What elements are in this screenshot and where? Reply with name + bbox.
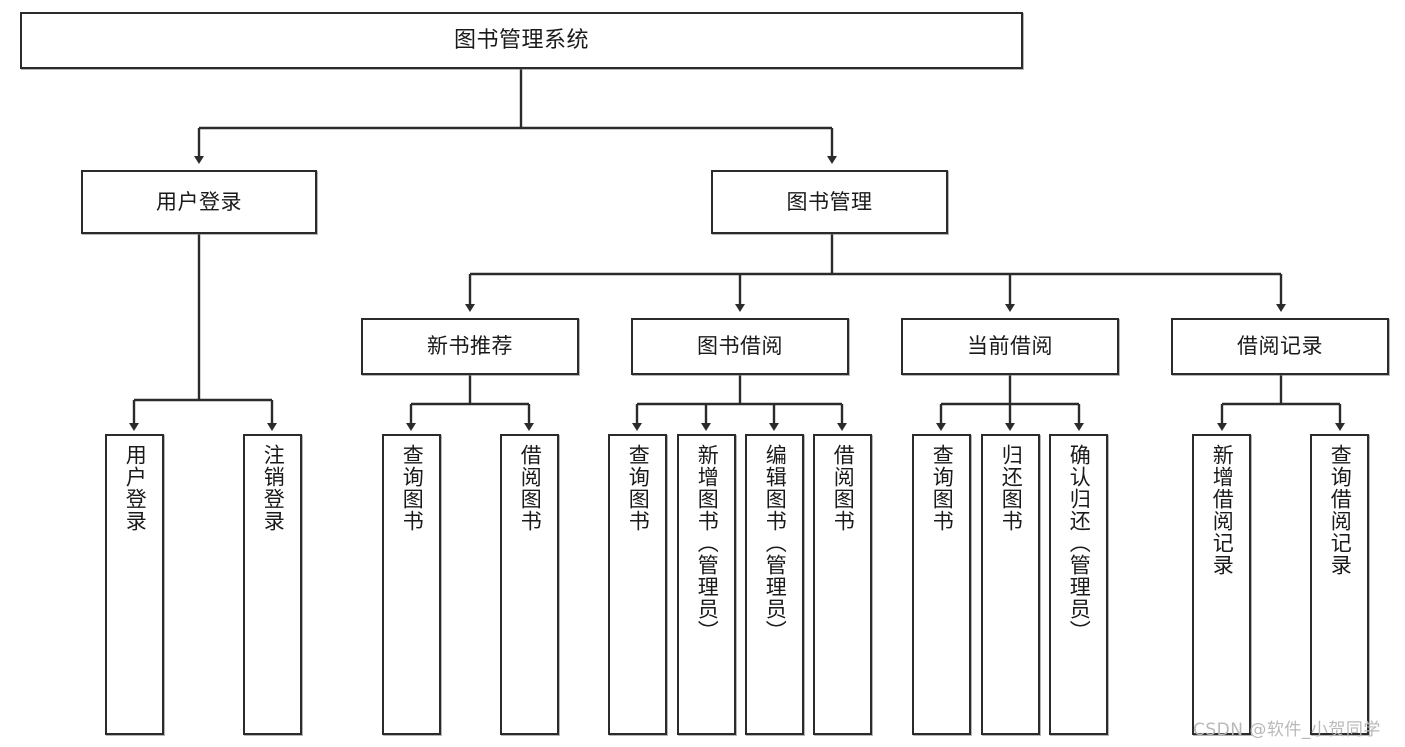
node-label: 新增图书（管理员） bbox=[695, 444, 720, 642]
leaf-borrow-book-recommend[interactable]: 借阅图书 bbox=[500, 434, 559, 735]
node-current-borrow[interactable]: 当前借阅 bbox=[901, 318, 1119, 375]
node-root-book-management-system[interactable]: 图书管理系统 bbox=[20, 12, 1023, 69]
node-book-borrow[interactable]: 图书借阅 bbox=[631, 318, 849, 375]
leaf-return-book[interactable]: 归还图书 bbox=[981, 434, 1040, 735]
leaf-edit-book-admin[interactable]: 编辑图书（管理员） bbox=[745, 434, 804, 735]
node-label: 借阅图书 bbox=[518, 444, 543, 532]
leaf-query-book-recommend[interactable]: 查询图书 bbox=[382, 434, 441, 735]
node-label: 借阅记录 bbox=[1237, 334, 1323, 359]
node-book-management[interactable]: 图书管理 bbox=[711, 170, 948, 234]
leaf-query-book-borrow[interactable]: 查询图书 bbox=[608, 434, 667, 735]
node-label: 新书推荐 bbox=[427, 334, 513, 359]
node-label: 图书借阅 bbox=[697, 334, 783, 359]
node-label: 归还图书 bbox=[999, 444, 1024, 532]
leaf-query-borrow-record[interactable]: 查询借阅记录 bbox=[1310, 434, 1369, 735]
node-new-book-recommend[interactable]: 新书推荐 bbox=[361, 318, 579, 375]
node-label: 当前借阅 bbox=[967, 334, 1053, 359]
node-label: 编辑图书（管理员） bbox=[763, 444, 788, 642]
node-label: 图书管理 bbox=[786, 189, 873, 214]
leaf-add-borrow-record[interactable]: 新增借阅记录 bbox=[1192, 434, 1251, 735]
node-label: 借阅图书 bbox=[831, 444, 856, 532]
leaf-logout[interactable]: 注销登录 bbox=[243, 434, 302, 735]
node-user-login[interactable]: 用户登录 bbox=[81, 170, 317, 234]
node-label: 查询借阅记录 bbox=[1328, 444, 1353, 576]
leaf-user-login[interactable]: 用户登录 bbox=[105, 434, 164, 735]
node-label: 查询图书 bbox=[930, 444, 955, 532]
leaf-add-book-admin[interactable]: 新增图书（管理员） bbox=[677, 434, 736, 735]
node-label: 用户登录 bbox=[156, 189, 242, 214]
node-label: 用户登录 bbox=[123, 444, 148, 532]
node-label: 确认归还（管理员） bbox=[1067, 444, 1092, 642]
node-label: 图书管理系统 bbox=[453, 27, 589, 53]
node-label: 查询图书 bbox=[400, 444, 425, 532]
node-borrow-record[interactable]: 借阅记录 bbox=[1171, 318, 1389, 375]
node-label: 查询图书 bbox=[626, 444, 651, 532]
node-label: 新增借阅记录 bbox=[1210, 444, 1235, 576]
leaf-borrow-book[interactable]: 借阅图书 bbox=[813, 434, 872, 735]
leaf-query-book-current[interactable]: 查询图书 bbox=[912, 434, 971, 735]
leaf-confirm-return-admin[interactable]: 确认归还（管理员） bbox=[1049, 434, 1108, 735]
node-label: 注销登录 bbox=[261, 444, 286, 532]
csdn-watermark: CSDN @软件_小贺同学 bbox=[1193, 720, 1381, 740]
